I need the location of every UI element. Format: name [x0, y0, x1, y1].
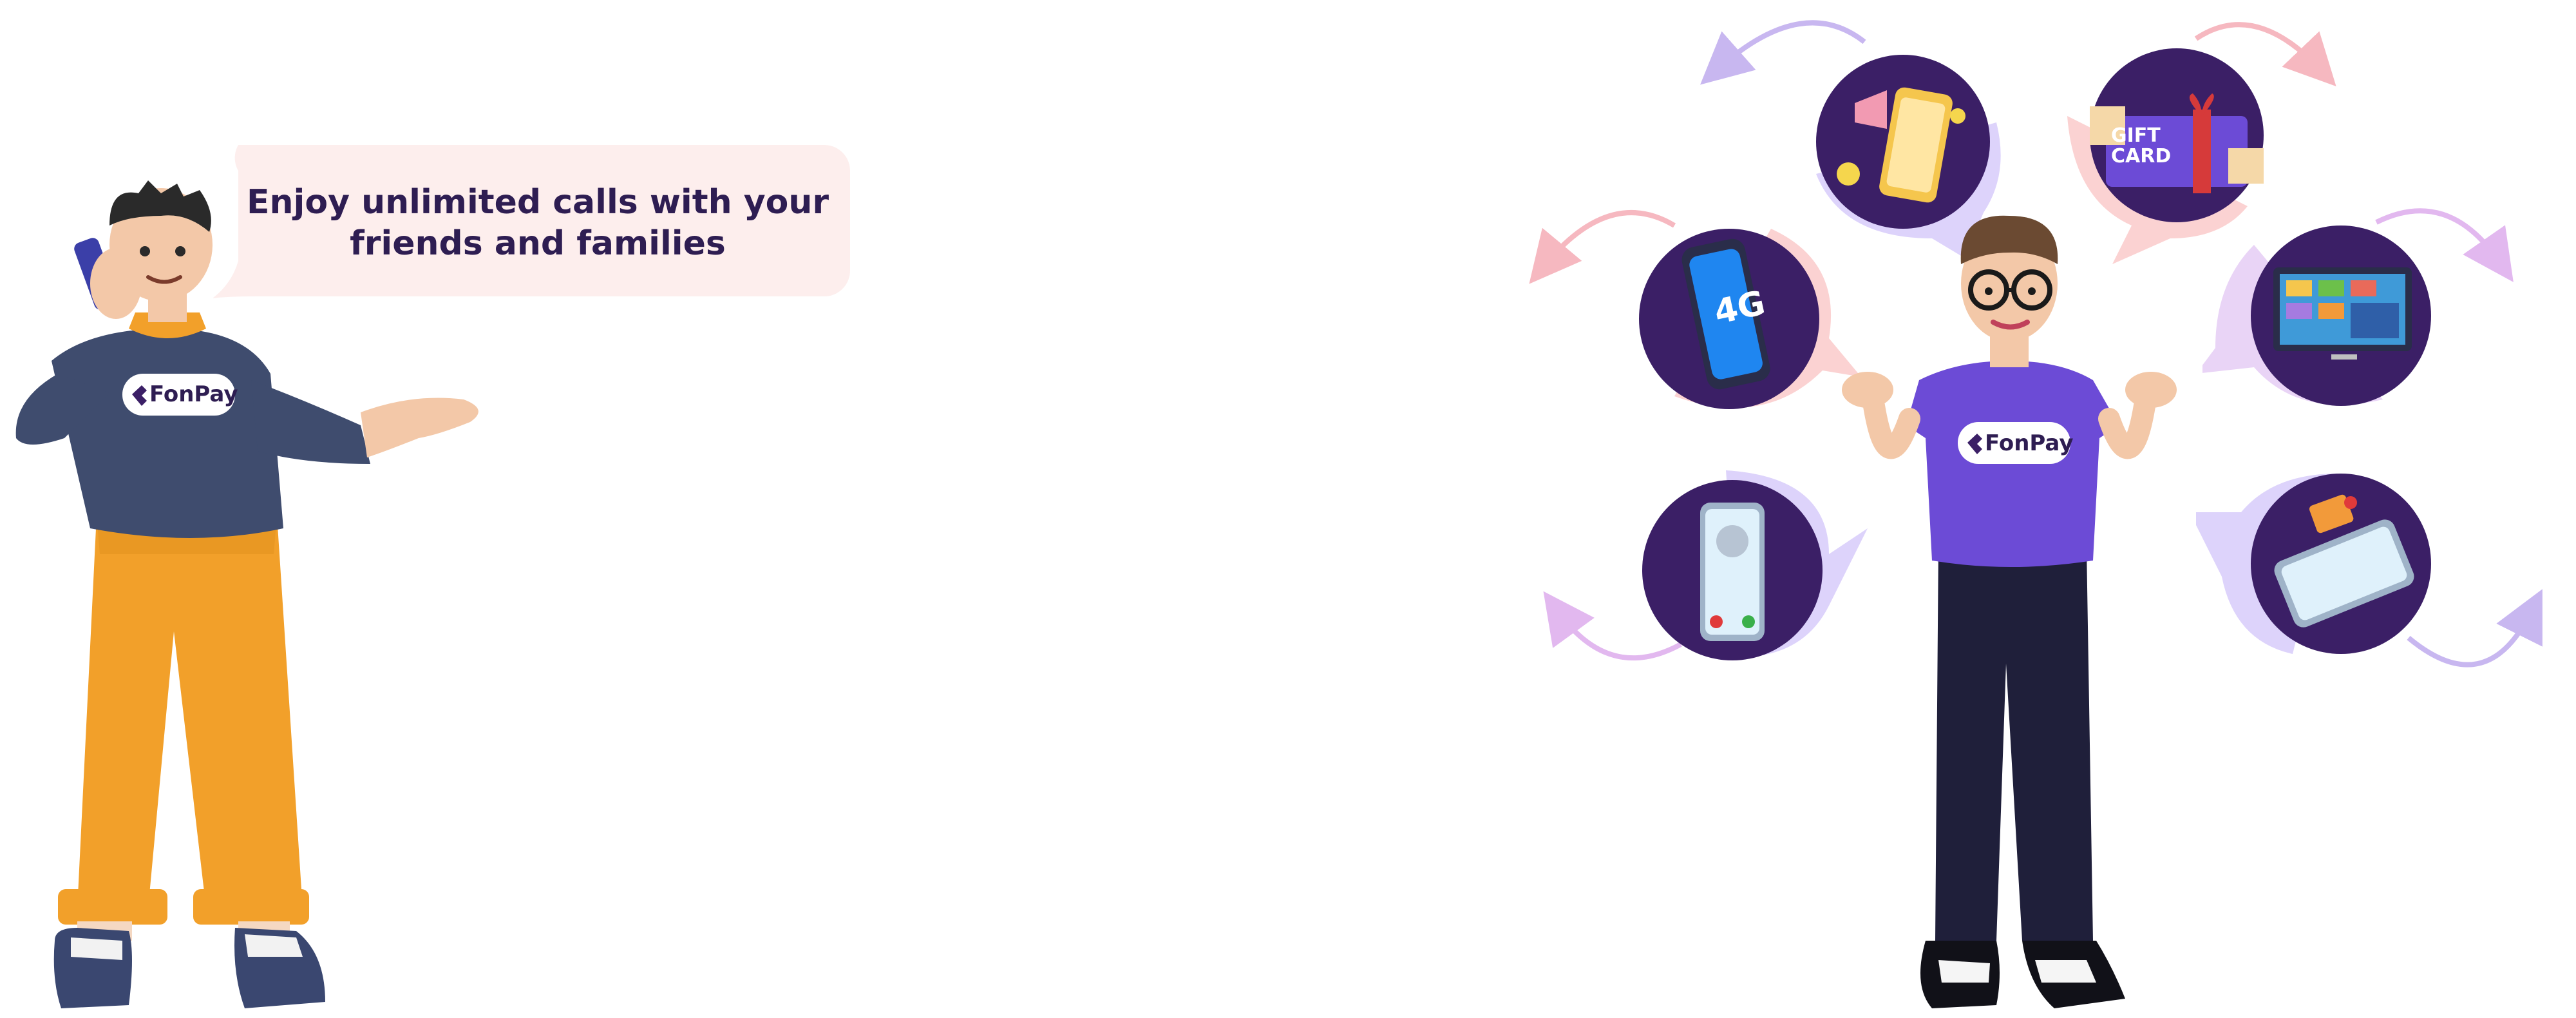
speech-line-2: friends and families: [350, 224, 726, 263]
arrows-decoration: [1529, 20, 2543, 667]
speech-bubble-text: Enjoy unlimited calls with your friends …: [238, 147, 837, 298]
smart-tv-icon: [2202, 226, 2431, 406]
4g-phone-icon: [1639, 229, 1861, 409]
marketing-phone-icon: [1816, 55, 2001, 258]
incoming-call-icon: [1642, 470, 1868, 660]
man-with-glasses-illustration: [1842, 215, 2177, 1008]
gift-card-label: GIFT CARD: [2111, 126, 2171, 167]
gift-card-icon: [2067, 48, 2264, 264]
speech-line-1: Enjoy unlimited calls with your: [247, 182, 829, 222]
left-shirt-logo-text: FonPay: [149, 381, 238, 407]
gift-card-line-1: GIFT: [2111, 124, 2161, 147]
speech-bubble: [213, 145, 850, 298]
gift-card-line-2: CARD: [2111, 145, 2172, 168]
man-on-phone-illustration: [15, 180, 478, 1008]
right-shirt-logo-text: FonPay: [1985, 430, 2074, 456]
chat-phone-icon: [2196, 474, 2431, 654]
